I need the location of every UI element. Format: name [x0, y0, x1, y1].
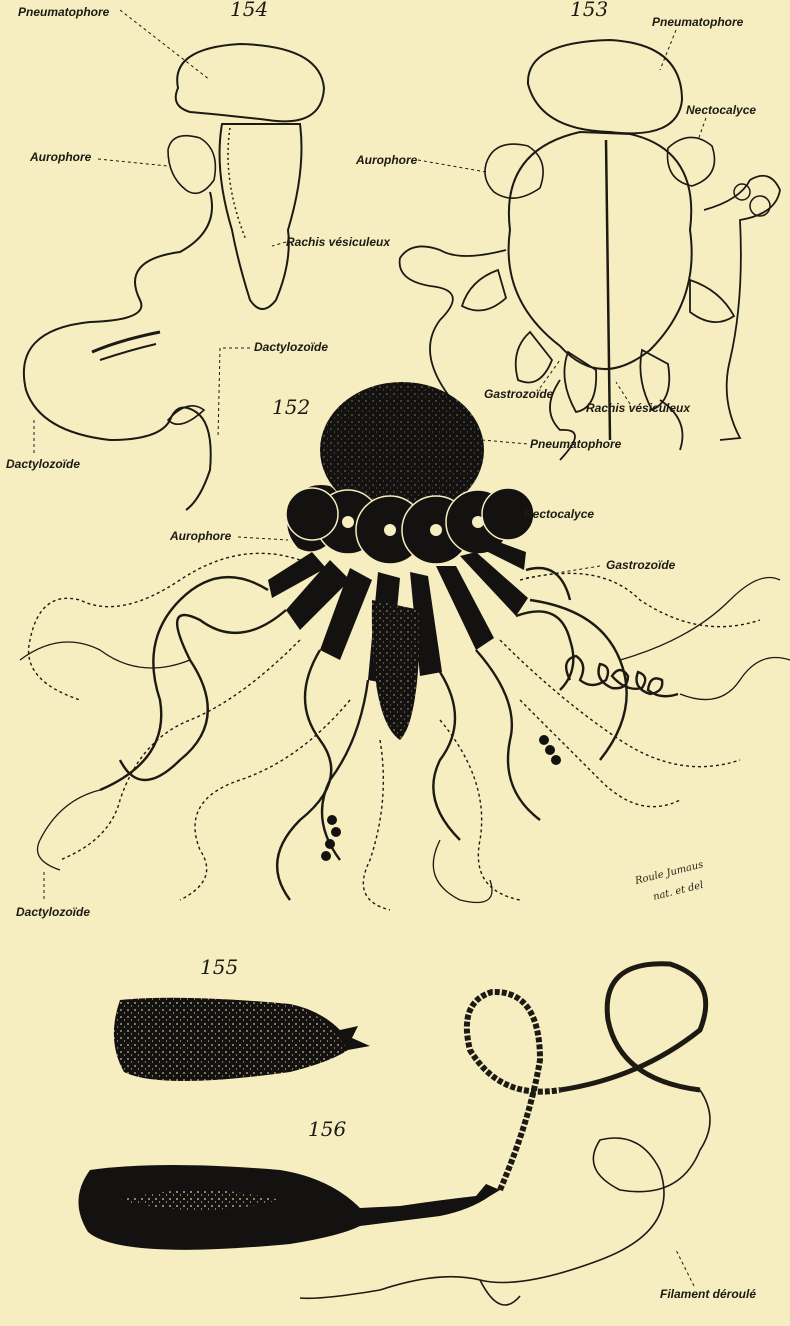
fig156-filament — [467, 992, 560, 1190]
fig153-label-rachis: Rachis vésiculeux — [586, 401, 691, 415]
fig154-pneumatophore — [176, 44, 324, 121]
fig153-label-pneumatophore: Pneumatophore — [652, 15, 744, 29]
figure-153-number: 153 — [570, 0, 608, 21]
fig154-label-dactylozoid-bottom: Dactylozoïde — [6, 457, 80, 471]
fig154-label-aurophore: Aurophore — [29, 150, 92, 164]
fig154-label-dactylozoid-top: Dactylozoïde — [254, 340, 328, 354]
fig152-label-gastrozoid: Gastrozoïde — [606, 558, 676, 572]
fig153-label-aurophore: Aurophore — [355, 153, 418, 167]
figure-154-number: 154 — [230, 0, 268, 21]
fig152-label-nectocalyce: Nectocalyce — [524, 507, 594, 521]
fig153-rachis — [509, 132, 692, 369]
fig153-label-gastrozoid: Gastrozoïde — [484, 387, 554, 401]
fig152-label-aurophore: Aurophore — [169, 529, 232, 543]
fig156-label-filament: Filament déroulé — [660, 1287, 756, 1301]
fig154-label-rachis: Rachis vésiculeux — [286, 235, 391, 249]
figure-152: 152 — [16, 382, 790, 919]
figure-155: 155 — [114, 955, 370, 1081]
fig156-nematocyst — [78, 1165, 500, 1250]
fig152-coiled-tentacle — [566, 656, 678, 696]
fig152-bead-chains — [321, 735, 561, 861]
fig153-pneumatophore — [528, 40, 682, 133]
figure-155-number: 155 — [200, 955, 238, 979]
fig152-label-dactylozoid: Dactylozoïde — [16, 905, 90, 919]
fig152-tentacles — [100, 568, 627, 900]
figure-152-number: 152 — [272, 395, 310, 419]
fig154-aurophore — [168, 136, 215, 194]
fig152-label-pneumatophore: Pneumatophore — [530, 437, 622, 451]
artist-signature-line2: nat. et del — [652, 880, 705, 903]
fig154-label-pneumatophore: Pneumatophore — [18, 5, 110, 19]
figure-156-number: 156 — [308, 1117, 346, 1141]
fig153-label-nectocalyce: Nectocalyce — [686, 103, 756, 117]
fig154-rachis — [220, 124, 302, 309]
fig153-nectocalyce — [668, 137, 715, 186]
